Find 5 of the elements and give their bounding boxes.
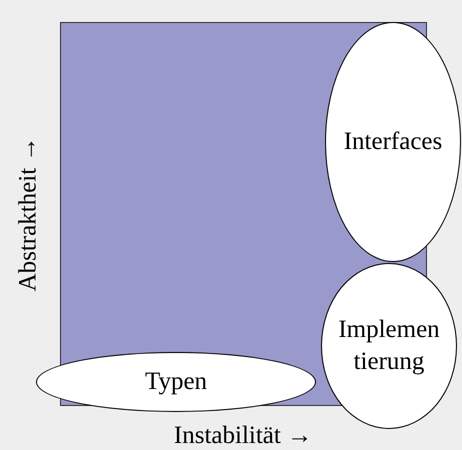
node-label: Implemen tierung [337,315,441,377]
axis-label: Instabilität → [174,421,312,450]
node-label: Interfaces [344,127,442,157]
axis-label: Abstraktheit → [13,136,42,292]
node-label: Typen [144,367,208,397]
